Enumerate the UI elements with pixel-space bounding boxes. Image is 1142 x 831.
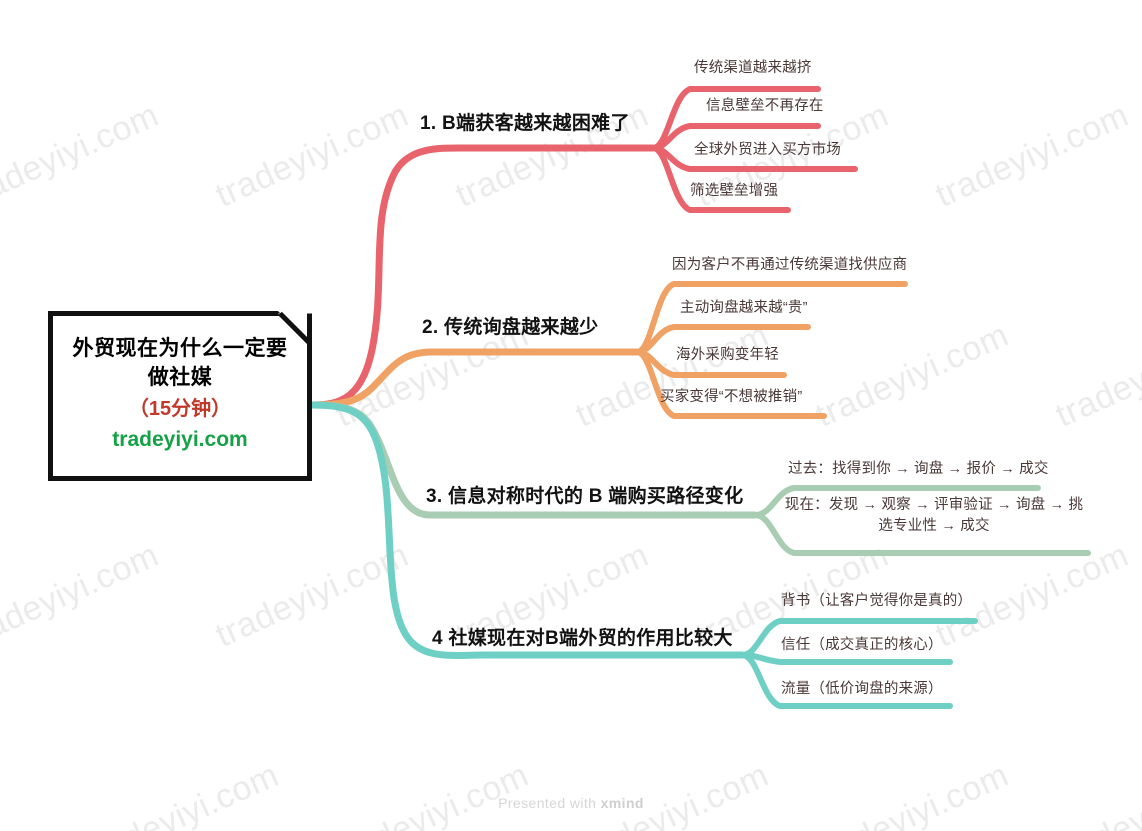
branch-3-leaf-line-2 — [752, 512, 1091, 556]
leaf-label-1-2[interactable]: 信息壁垒不再存在 — [706, 98, 824, 114]
footer-brand: xmind — [600, 795, 644, 811]
branch-1-leaf-line-4 — [650, 145, 791, 213]
branch-2-leaf-line-4 — [634, 349, 827, 419]
leaf-label-4-3[interactable]: 流量（低价询盘的来源） — [781, 681, 943, 697]
footer-prefix: Presented with — [498, 795, 601, 811]
leaf-label-4-1[interactable]: 背书（让客户觉得你是真的） — [781, 593, 973, 609]
leaf-label-1-4[interactable]: 筛选壁垒增强 — [690, 183, 779, 199]
leaf-label-3-1[interactable]: 过去：找得到你 → 询盘 → 报价 → 成交 — [788, 461, 1049, 477]
branch-2-connectors — [309, 281, 908, 419]
root-duration: （15分钟） — [128, 398, 232, 421]
leaf-label-2-1[interactable]: 因为客户不再通过传统渠道找供应商 — [672, 257, 908, 273]
leaf-label-1-1[interactable]: 传统渠道越来越挤 — [694, 60, 812, 76]
branch-4-leaf-line-3 — [739, 652, 953, 709]
root-node[interactable]: 外贸现在为什么一定要做社媒 （15分钟） tradeyiyi.com — [48, 311, 312, 481]
leaf-label-4-2[interactable]: 信任（成交真正的核心） — [781, 637, 943, 653]
branch-label-3[interactable]: 3. 信息对称时代的 B 端购买路径变化 — [426, 486, 744, 507]
branch-4-trunk — [309, 401, 746, 659]
leaf-label-3-2[interactable]: 现在：发现 → 观察 → 评审验证 → 询盘 → 挑选专业性 → 成交 — [784, 497, 1084, 535]
root-node-sheet — [48, 311, 312, 481]
branch-1-connectors — [309, 86, 858, 409]
page-fold-icon — [278, 311, 312, 345]
branch-label-2[interactable]: 2. 传统询盘越来越少 — [422, 317, 599, 338]
root-url: tradeyiyi.com — [112, 428, 248, 452]
branch-4-connectors — [309, 401, 978, 709]
branch-label-1[interactable]: 1. B端获客越来越困难了 — [420, 113, 630, 134]
root-node-content: 外贸现在为什么一定要做社媒 （15分钟） tradeyiyi.com — [48, 311, 312, 481]
branch-4-leaf-line-2 — [739, 652, 953, 665]
footer-credit: Presented with xmind — [0, 795, 1142, 811]
root-title: 外贸现在为什么一定要做社媒 — [72, 337, 288, 389]
branch-label-4[interactable]: 4 社媒现在对B端外贸的作用比较大 — [432, 628, 733, 649]
leaf-label-2-4[interactable]: 买家变得“不想被推销” — [660, 389, 803, 405]
branch-1-trunk — [309, 144, 657, 409]
leaf-label-2-2[interactable]: 主动询盘越来越“贵” — [680, 300, 808, 316]
leaf-label-2-3[interactable]: 海外采购变年轻 — [676, 347, 779, 363]
leaf-label-1-3[interactable]: 全球外贸进入买方市场 — [694, 142, 841, 158]
